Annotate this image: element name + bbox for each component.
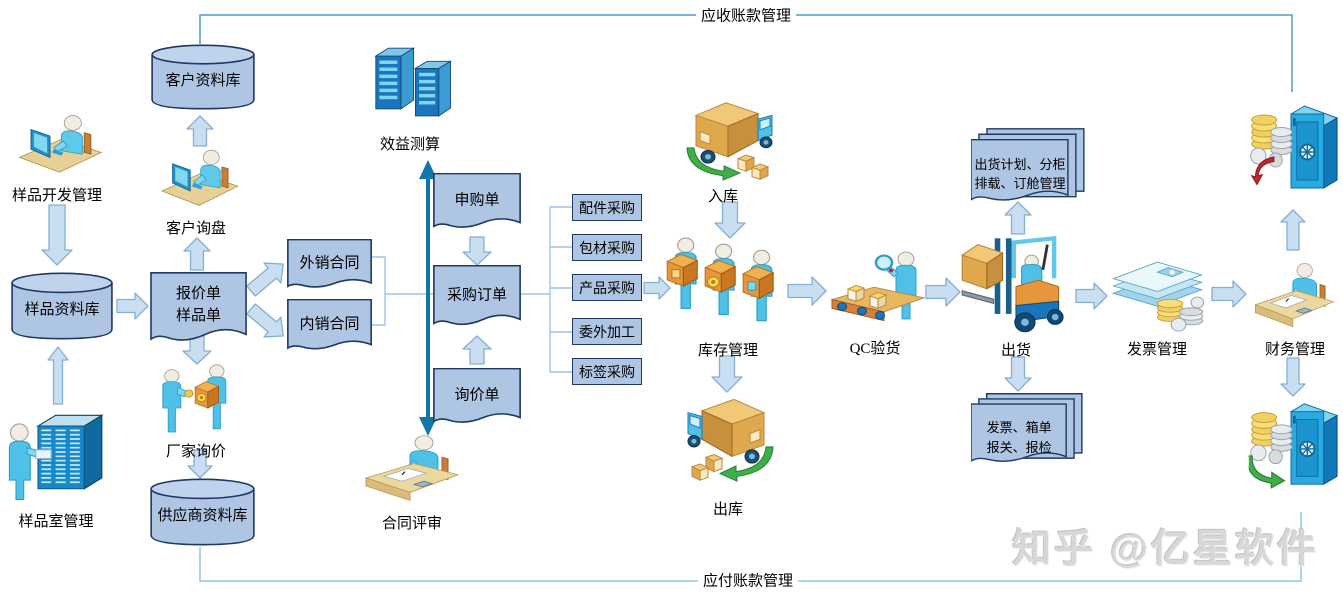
inquiry-sheet-label: 询价单 — [454, 387, 500, 404]
purchase-request-doc: 申购单 — [433, 173, 521, 235]
invoice-mgmt-label: 发票管理 — [1126, 342, 1187, 358]
benefit-calc-server-icon — [365, 42, 455, 130]
arrow-inventory-to-qc — [787, 276, 827, 306]
inventory-workers-icon — [665, 235, 780, 337]
payables-rail-label: 应付账款管理 — [697, 569, 799, 591]
sample-order-label: 样品单 — [175, 307, 221, 324]
shipping-plan-line2: 排载、订舱管理 — [974, 176, 1066, 192]
arrow-inventory-to-outbound — [711, 355, 743, 393]
arrow-sampleroom-to-sampledb — [47, 346, 69, 405]
purchase-request-label: 申购单 — [454, 192, 500, 209]
arrow-quote-to-domestic — [246, 303, 284, 338]
supplier-database-label: 供应商资料库 — [157, 507, 248, 524]
safe-money-in-icon — [1243, 98, 1339, 198]
safe-money-out-icon — [1243, 396, 1339, 494]
shipping-plan-docs: 出货计划、分柜排载、订舱管理 — [971, 128, 1085, 206]
document-shape — [287, 299, 372, 356]
purchase-type-labels: 标签采购 — [572, 358, 642, 385]
sample-room-cabinet-icon — [5, 398, 115, 506]
arrow-purchreq-to-po — [462, 236, 492, 266]
document-shape — [433, 173, 521, 235]
multidoc-shape — [971, 128, 1085, 206]
sample-database-label: 样品资料库 — [24, 301, 100, 318]
customer-inquiry-label: 客户询盘 — [165, 221, 226, 237]
receivables-rail-label: 应收账款管理 — [695, 4, 797, 26]
arrow-qc-to-shipping — [925, 277, 961, 307]
customs-docs-line1: 发票、箱单 — [986, 420, 1052, 436]
outbound-truck-icon — [680, 388, 780, 483]
customer-database-cylinder: 客户资料库 — [150, 44, 256, 110]
arrow-shipping-to-invoice — [1075, 282, 1108, 310]
document-shape — [287, 239, 372, 294]
quotation-label: 报价单 — [175, 286, 221, 303]
purchase-type-packaging: 包材采购 — [572, 234, 642, 261]
cylinder-shape — [150, 44, 256, 110]
finance-desk-person-icon — [1252, 258, 1337, 336]
arrow-quote-to-export — [246, 262, 284, 297]
vendor-inquiry-label: 厂家询价 — [165, 444, 226, 460]
domestic-contract-label: 内销合同 — [299, 316, 360, 333]
arrow-custinquiry-to-custdb — [186, 115, 214, 147]
export-contract-label: 外销合同 — [299, 255, 360, 272]
sample-database-cylinder: 样品资料库 — [10, 272, 114, 340]
qc-conveyor-icon — [828, 245, 928, 333]
customs-docs-line2: 报关、报检 — [986, 439, 1052, 455]
customer-inquiry-person-computer-icon — [155, 135, 243, 215]
purchase-type-outsourcing: 委外加工 — [572, 318, 642, 345]
document-shape — [150, 272, 247, 350]
benefit-arrowhead-up — [419, 160, 437, 179]
arrow-inquirysheet-to-po — [462, 335, 492, 365]
quotation-sample-doc: 报价单样品单 — [150, 272, 247, 350]
document-shape — [433, 368, 521, 430]
contract-review-label: 合同评审 — [381, 516, 442, 532]
shipping-plan-line1: 出货计划、分柜 — [974, 156, 1066, 172]
rail-receivables — [199, 14, 1293, 92]
arrow-shipping-to-plan — [1004, 201, 1032, 235]
arrow-quote-to-custinquiry — [183, 237, 211, 271]
arrow-invoice-to-finance — [1211, 280, 1247, 308]
inventory-label: 库存管理 — [697, 343, 758, 359]
purchase-type-product: 产品采购 — [572, 274, 642, 301]
customer-database-label: 客户资料库 — [165, 73, 241, 90]
supplier-database-cylinder: 供应商资料库 — [149, 478, 256, 546]
invoice-papers-coins-icon — [1105, 240, 1210, 332]
document-shape — [433, 265, 521, 333]
arrow-inbound-to-inventory — [714, 201, 746, 239]
export-contract-doc: 外销合同 — [287, 239, 372, 294]
multidoc-shape — [971, 393, 1083, 467]
benefit-calc-label: 效益测算 — [379, 137, 440, 153]
arrow-sampledb-to-quote — [116, 292, 149, 320]
arrow-sampledev-to-sampledb — [41, 204, 73, 266]
domestic-contract-doc: 内销合同 — [287, 299, 372, 356]
watermark: 知乎 @亿星软件 — [1012, 528, 1319, 571]
inquiry-sheet-doc: 询价单 — [433, 368, 521, 430]
contract-review-desk-icon — [362, 430, 462, 510]
arrow-shipping-to-customs — [1004, 356, 1032, 392]
inbound-truck-icon — [680, 92, 780, 182]
purchase-type-parts: 配件采购 — [572, 194, 642, 221]
arrow-product-to-inventory — [643, 276, 671, 300]
sample-dev-person-computer-icon — [12, 100, 107, 182]
shipping-label: 出货 — [1000, 343, 1031, 359]
purchase-order-doc: 采购订单 — [433, 265, 521, 333]
qc-label: QC验货 — [849, 341, 901, 357]
contract-bracket — [371, 256, 386, 326]
arrow-finance-to-safein — [1280, 209, 1306, 251]
arrow-vendorinquiry-to-supplierdb — [187, 449, 213, 479]
sample-dev-label: 样品开发管理 — [11, 188, 102, 204]
cylinder-shape — [149, 478, 256, 546]
outbound-label: 出库 — [712, 502, 743, 518]
customs-docs: 发票、箱单报关、报检 — [971, 393, 1083, 467]
cylinder-shape — [10, 272, 114, 340]
review-arrowhead-down — [419, 417, 437, 436]
purchase-order-label: 采购订单 — [446, 287, 507, 304]
finance-label: 财务管理 — [1264, 342, 1325, 358]
shipping-forklift-icon — [960, 232, 1072, 337]
inbound-label: 入库 — [707, 189, 738, 205]
vendor-inquiry-people-icon — [152, 360, 242, 440]
arrow-finance-to-safeout — [1280, 357, 1306, 397]
sample-room-label: 样品室管理 — [18, 514, 94, 530]
